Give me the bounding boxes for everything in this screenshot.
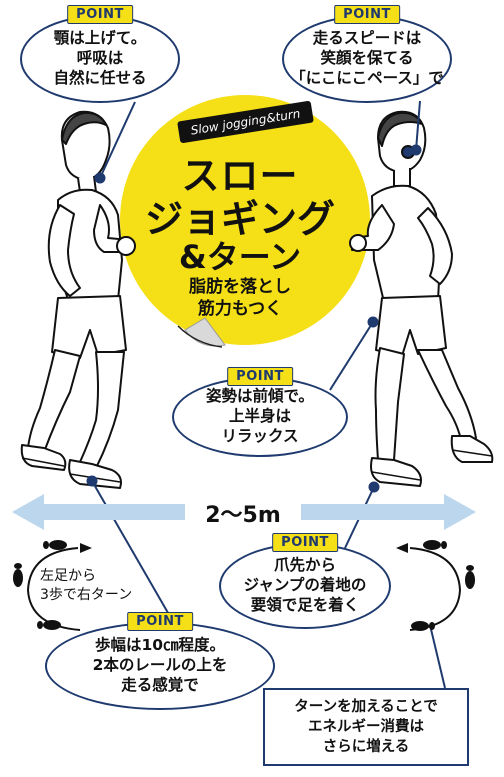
point-tag: POINT — [334, 5, 400, 24]
title-circle — [120, 95, 370, 348]
point-bubble-landing: POINT 爪先から ジャンプの着地の 要領で足を着く — [219, 533, 391, 629]
point-text: 走るスピードは 笑顔を保てる 「にこにこペース」で — [290, 29, 444, 87]
distance-label: 2〜5m — [185, 496, 301, 530]
point-tag: POINT — [227, 367, 293, 386]
point-bubble-posture: POINT 姿勢は前傾で。 上半身は リラックス — [172, 367, 348, 457]
point-bubble-chin: POINT 顎は上げて。 呼吸は 自然に任せる — [20, 5, 180, 103]
connector-lines — [86, 100, 446, 689]
point-bubble-stride: POINT 歩幅は10㎝程度。 2本のレールの上を 走る感覚で — [45, 612, 275, 710]
note-text: ターンを加えることで エネルギー消費は さらに増える — [294, 698, 438, 756]
right-runner-figure — [349, 110, 494, 487]
point-bubble-speed: POINT 走るスピードは 笑顔を保てる 「にこにこペース」で — [282, 5, 452, 103]
point-text: 姿勢は前傾で。 上半身は リラックス — [206, 387, 314, 445]
point-text: 爪先から ジャンプの着地の 要領で足を着く — [243, 556, 367, 614]
point-tag: POINT — [272, 533, 338, 552]
left-runner-figure — [20, 110, 136, 489]
title-line-1: スロー — [181, 154, 299, 198]
title-line-2: ジョギング — [144, 197, 335, 241]
point-text: 顎は上げて。 呼吸は 自然に任せる — [53, 29, 147, 87]
point-tag: POINT — [127, 612, 193, 631]
title-subtitle: 脂肪を落とし 筋力もつく — [189, 277, 291, 320]
left-turn-diagram — [13, 540, 92, 631]
note-box: ターンを加えることで エネルギー消費は さらに増える — [263, 688, 469, 766]
turn-instruction: 左足から 3歩で右ターン — [40, 568, 133, 603]
point-text: 歩幅は10㎝程度。 2本のレールの上を 走る感覚で — [92, 636, 228, 694]
point-tag: POINT — [67, 5, 133, 24]
right-turn-diagram — [396, 540, 475, 631]
title-line-3: &ターン — [178, 238, 302, 276]
